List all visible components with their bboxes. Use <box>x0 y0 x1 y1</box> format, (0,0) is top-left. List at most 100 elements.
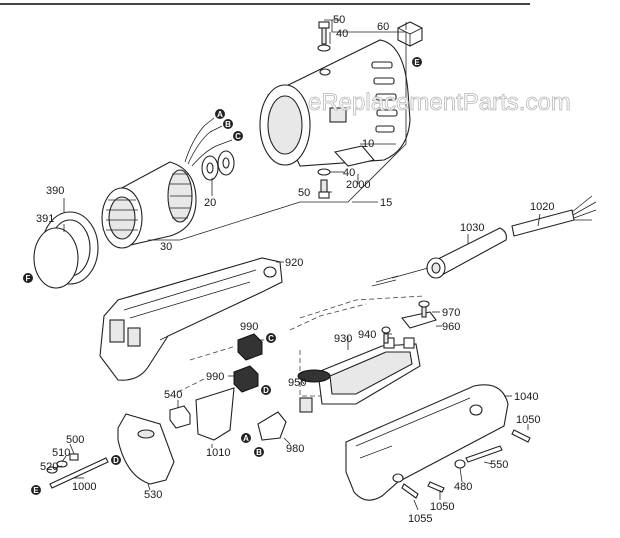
label-540: 540 <box>164 389 182 401</box>
label-sheet-2000 <box>333 145 376 167</box>
label-10: 10 <box>362 138 374 150</box>
cap-540 <box>169 405 191 429</box>
label-510: 510 <box>52 447 70 459</box>
watermark-text: eReplacementParts.com <box>308 89 571 116</box>
block-60 <box>397 21 423 47</box>
motor-wires <box>184 117 233 167</box>
label-40-top: 40 <box>336 28 348 40</box>
svg-text:A: A <box>217 110 223 119</box>
marker-a-wire: A <box>215 109 225 119</box>
marker-b-switch: B <box>254 447 264 457</box>
label-1010: 1010 <box>206 447 230 459</box>
base-plate-530 <box>117 413 175 485</box>
label-391: 391 <box>36 213 54 225</box>
label-20: 20 <box>204 197 216 209</box>
switch-980 <box>257 411 287 441</box>
label-1040: 1040 <box>514 391 538 403</box>
svg-text:D: D <box>113 456 119 465</box>
screw-510 <box>56 460 68 468</box>
marker-a-switch: A <box>241 433 251 443</box>
label-1055: 1055 <box>408 513 432 525</box>
label-390: 390 <box>46 185 64 197</box>
marker-e-screw: E <box>31 485 41 495</box>
label-2000: 2000 <box>346 179 370 191</box>
motor-armature <box>101 161 197 249</box>
label-50-bottom: 50 <box>298 187 310 199</box>
screw-50-bottom <box>317 168 331 199</box>
label-920: 920 <box>285 257 303 269</box>
rear-cover-1040 <box>345 384 509 501</box>
marker-f-ring: F <box>23 273 33 283</box>
svg-text:B: B <box>225 120 231 129</box>
label-520: 520 <box>40 461 58 473</box>
brush-990-top <box>237 333 263 361</box>
nut-480 <box>454 459 466 469</box>
brush-990-bottom <box>233 365 259 393</box>
label-930: 930 <box>334 333 352 345</box>
label-500: 500 <box>66 434 84 446</box>
label-480: 480 <box>454 481 472 493</box>
svg-text:A: A <box>243 434 249 443</box>
label-530: 530 <box>144 489 162 501</box>
label-60: 60 <box>377 21 389 33</box>
label-40-bottom: 40 <box>343 167 355 179</box>
washer-520 <box>46 466 58 474</box>
screw-940 <box>381 326 391 344</box>
power-cord-1020 <box>511 195 597 237</box>
svg-text:C: C <box>268 334 274 343</box>
label-990-top: 990 <box>240 321 258 333</box>
marker-c-brush: C <box>266 333 276 343</box>
motor-housing <box>259 39 411 167</box>
label-960: 960 <box>442 321 460 333</box>
plate-1010 <box>195 387 235 441</box>
washers-20 <box>201 150 235 181</box>
label-1020: 1020 <box>530 201 554 213</box>
long-screw-1000 <box>49 457 109 489</box>
svg-text:E: E <box>33 486 39 495</box>
label-50-top: 50 <box>333 14 345 26</box>
marker-c-wire: C <box>233 131 243 141</box>
screw-1050-top <box>511 429 531 443</box>
svg-text:B: B <box>256 448 262 457</box>
label-990-bottom: 990 <box>206 371 224 383</box>
marker-b-wire: B <box>223 119 233 129</box>
screw-50-top <box>317 21 331 52</box>
leader-lines <box>53 19 541 511</box>
assembly-dash-lines <box>177 295 425 397</box>
svg-text:E: E <box>414 58 420 67</box>
switch-assembly-930 <box>317 337 421 405</box>
label-970: 970 <box>442 307 460 319</box>
label-1030: 1030 <box>460 222 484 234</box>
label-30: 30 <box>160 241 172 253</box>
cord-sleeve-1030 <box>426 227 507 279</box>
spring-element-950 <box>299 397 313 413</box>
label-1050-top: 1050 <box>516 414 540 426</box>
handle-housing-920 <box>99 257 283 381</box>
letter-markers: A B C E F C D A <box>23 57 422 495</box>
screw-1055 <box>401 483 419 499</box>
label-15: 15 <box>380 197 392 209</box>
marker-d-screw: D <box>111 455 121 465</box>
label-940: 940 <box>358 329 376 341</box>
label-1050-bottom: 1050 <box>430 501 454 513</box>
screw-500 <box>69 453 79 461</box>
svg-text:F: F <box>26 274 31 283</box>
cord-clamp-960 <box>401 311 437 329</box>
marker-e-housing: E <box>412 57 422 67</box>
marker-d-brush: D <box>261 385 271 395</box>
label-550: 550 <box>490 459 508 471</box>
switch-trigger-950 <box>297 369 331 383</box>
cord-wires <box>371 267 429 287</box>
label-1000: 1000 <box>72 481 96 493</box>
o-ring-391 <box>33 227 79 289</box>
label-980: 980 <box>286 443 304 455</box>
screw-970 <box>418 300 430 318</box>
label-950: 950 <box>288 377 306 389</box>
svg-text:C: C <box>235 132 241 141</box>
long-screw-550 <box>465 445 503 463</box>
svg-text:D: D <box>263 386 269 395</box>
callout-labels: 50 40 60 10 40 2000 50 15 20 390 391 30 … <box>36 14 554 525</box>
screw-1050-bottom <box>427 481 445 493</box>
